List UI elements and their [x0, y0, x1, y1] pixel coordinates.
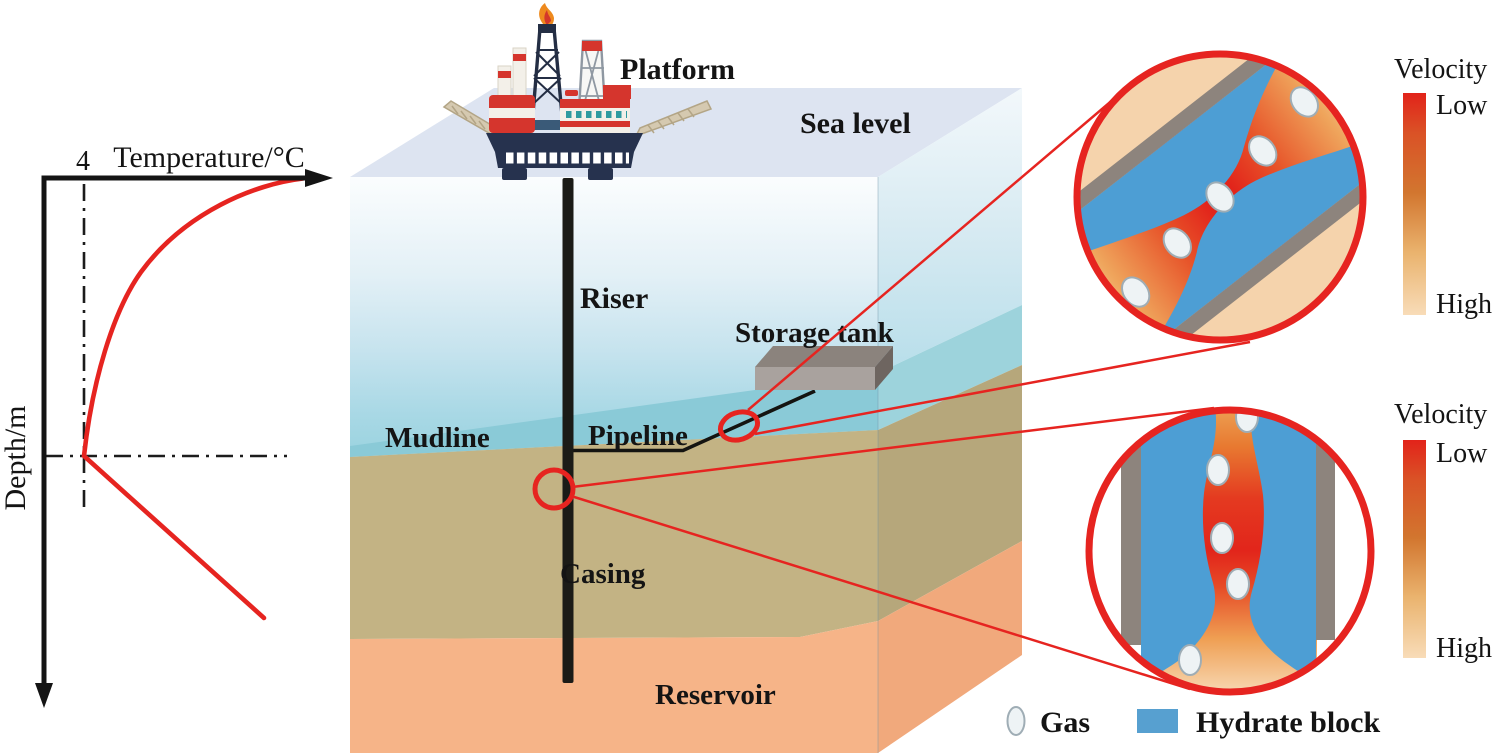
- water-front-face: [350, 177, 878, 457]
- flare-flame-icon: [539, 3, 554, 27]
- riser-casing-pipe: [562, 178, 574, 683]
- mudline-label: Mudline: [385, 422, 490, 454]
- riser-label: Riser: [580, 282, 648, 315]
- connector-pipeline-to-inset-top-1: [747, 91, 1123, 411]
- connector-casing-to-inset-bottom-2: [570, 494, 1191, 691]
- inset-top-ring: [1073, 50, 1367, 344]
- inset-top-hydrate-block-upper: [1080, 57, 1288, 272]
- derrick-tower-icon: [529, 24, 567, 130]
- inset-top-pipe-wall-lower: [1117, 139, 1360, 337]
- tank-top-face: [755, 346, 893, 367]
- casing-blockage-marker: [532, 467, 576, 511]
- zoom-connector-lines: [570, 91, 1251, 691]
- colorbar-bottom-low-label: Low: [1436, 438, 1488, 469]
- colorbar-top-title: Velocity: [1394, 54, 1487, 85]
- colorbar-top-low-label: Low: [1436, 90, 1488, 121]
- reservoir-label: Reservoir: [655, 679, 776, 711]
- colorbar-bottom-high-label: High: [1436, 633, 1492, 664]
- pipeline-label: Pipeline: [588, 420, 688, 452]
- velocity-colorbar-bottom: Velocity Low High: [1394, 399, 1492, 664]
- sediment-front-face: [350, 430, 878, 639]
- y-axis-arrow-icon: [35, 683, 53, 708]
- hydrate-legend-label: Hydrate block: [1196, 706, 1380, 739]
- inset-top-gas-bubbles: [1121, 86, 1319, 308]
- reservoir-front-face: [350, 621, 878, 753]
- tank-front-face: [755, 367, 875, 390]
- velocity-colorbar-top: Velocity Low High: [1394, 54, 1492, 320]
- inset-bottom-gas-bubbles: [1178, 413, 1259, 676]
- gas-bubble-icon: [1006, 706, 1026, 736]
- colorbar-bottom-gradient: [1403, 440, 1426, 658]
- sediment-side-face: [878, 365, 1022, 621]
- deck-buildings-icon: [560, 85, 631, 133]
- connector-casing-to-inset-bottom-1: [571, 406, 1215, 489]
- inset-bottom-hydrate-block-left: [1141, 413, 1217, 682]
- reservoir-side-face: [878, 541, 1022, 753]
- pipeline-blockage-marker: [717, 409, 761, 443]
- x-axis-label: Temperature/°C: [113, 141, 304, 174]
- deep-water-wedge-side: [878, 305, 1022, 430]
- figure-legend: Gas Hydrate block: [1006, 706, 1380, 739]
- y-axis-label: Depth/m: [0, 406, 32, 511]
- inset-casing-blockage: [1085, 406, 1375, 696]
- colorbar-bottom-title: Velocity: [1394, 399, 1487, 430]
- water-side-face: [878, 88, 1022, 373]
- colorbar-top-gradient: [1403, 93, 1426, 315]
- inset-bottom-pipe-wall-right: [1316, 425, 1335, 640]
- x-tick-label: 4: [76, 146, 90, 177]
- inset-bottom-ring: [1085, 406, 1375, 696]
- platform-label: Platform: [620, 53, 735, 86]
- x-axis-arrow-icon: [305, 169, 333, 187]
- storage-tank-label: Storage tank: [735, 317, 895, 349]
- sea-level-label: Sea level: [800, 107, 911, 140]
- hydrate-block-swatch: [1137, 709, 1178, 733]
- crane-right-icon: [634, 100, 713, 138]
- gas-legend-label: Gas: [1040, 706, 1090, 739]
- colorbar-top-high-label: High: [1436, 289, 1492, 320]
- pipeline-line: [568, 389, 816, 453]
- sea-block: [350, 88, 1022, 753]
- tank-right-face: [875, 346, 893, 390]
- inset-top-pipe-wall-upper: [1080, 57, 1323, 255]
- storage-tank: [755, 346, 893, 390]
- casing-label: Casing: [560, 558, 646, 590]
- inset-pipeline-blockage: [1073, 50, 1367, 344]
- platform-illustration: [442, 3, 713, 180]
- temperature-depth-plot: 4 Temperature/°C Depth/m: [0, 141, 333, 708]
- connector-pipeline-to-inset-top-2: [754, 340, 1251, 436]
- striped-storage-tower-icon: [489, 47, 535, 133]
- temperature-profile-curve: [81, 176, 306, 621]
- platform-hull-icon: [486, 133, 643, 180]
- inset-top-hydrate-block-lower: [1152, 124, 1360, 337]
- inset-bottom-hydrate-block-right: [1249, 413, 1316, 681]
- inset-bottom-pipe-wall-left: [1121, 430, 1141, 645]
